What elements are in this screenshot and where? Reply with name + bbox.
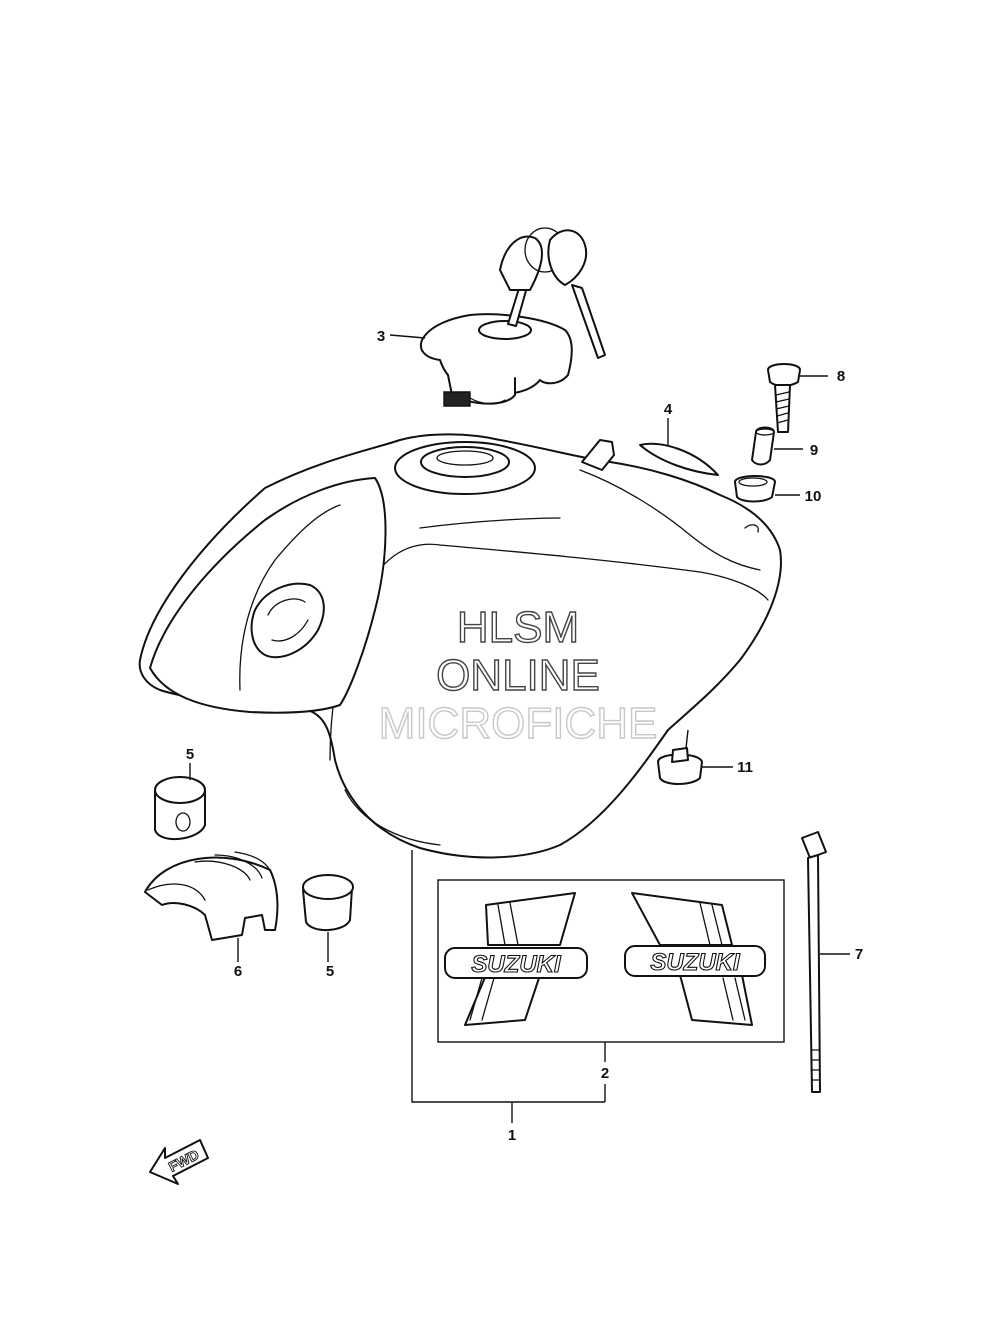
spacer[interactable] (751, 426, 775, 466)
callout-1: 1 (508, 1127, 516, 1144)
fuel-cap-assembly[interactable] (420, 227, 606, 407)
fuel-tank[interactable] (138, 433, 782, 859)
watermark-line-1: HLSM (457, 603, 579, 652)
watermark: HLSM ONLINE MICROFICHE (378, 602, 658, 748)
callout-3: 3 (377, 328, 385, 345)
callout-4: 4 (664, 401, 673, 418)
cushion-left[interactable] (154, 776, 206, 841)
callout-9: 9 (810, 442, 818, 459)
saddle-cushion[interactable] (144, 851, 279, 941)
decal-set[interactable]: SUZUKI SUZUKI (437, 879, 785, 1043)
fwd-arrow-icon: FWD (149, 1139, 209, 1185)
callout-7: 7 (855, 946, 863, 963)
callouts: 1 2 3 4 5 5 6 7 8 9 10 11 (186, 328, 863, 1144)
cushion-right[interactable] (302, 874, 354, 931)
callout-10: 10 (805, 488, 822, 505)
cushion-ring[interactable] (734, 475, 776, 503)
decal-logo-right: SUZUKI (650, 949, 741, 976)
callout-2: 2 (601, 1065, 609, 1082)
callout-11: 11 (737, 759, 753, 776)
watermark-line-2: ONLINE (436, 651, 600, 700)
decal-logo-left: SUZUKI (471, 951, 562, 978)
callout-5b: 5 (326, 963, 334, 980)
emblem-part[interactable] (639, 442, 719, 476)
watermark-line-3: MICROFICHE (379, 699, 658, 748)
callout-8: 8 (837, 368, 845, 385)
bolt[interactable] (767, 363, 801, 433)
leader-lines (189, 334, 850, 1123)
rubber-cushion[interactable] (657, 747, 703, 785)
callout-5a: 5 (186, 746, 194, 763)
callout-6: 6 (234, 963, 242, 980)
cable-tie[interactable] (801, 831, 827, 1093)
